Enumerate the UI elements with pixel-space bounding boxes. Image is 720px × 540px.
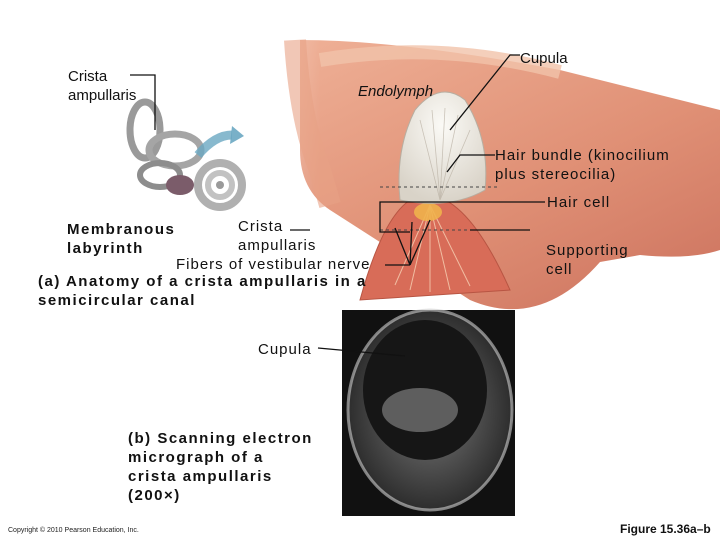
copyright-notice: Copyright © 2010 Pearson Education, Inc. (8, 527, 139, 534)
label-crista-ampullaris-top: Crista ampullaris (68, 68, 137, 104)
label-cupula-bottom: Cupula (258, 341, 312, 358)
label-endolymph: Endolymph (358, 83, 434, 100)
label-supporting-cell: Supporting cell (546, 242, 629, 278)
label-membranous-labyrinth: Membranous labyrinth (67, 221, 176, 257)
label-crista-ampullaris-mid: Crista ampullaris (238, 218, 317, 254)
label-hair-bundle: Hair bundle (kinocilium plus stereocilia… (495, 147, 670, 183)
label-fibers-vestibular-nerve: Fibers of vestibular nerve (176, 256, 371, 273)
sem-micrograph (342, 308, 515, 516)
inner-ear-inset (126, 98, 246, 211)
caption-b: (b) Scanning electron micrograph of a cr… (128, 430, 313, 504)
caption-a: (a) Anatomy of a crista ampullaris in a … (38, 273, 367, 309)
hair-cells (414, 203, 442, 221)
label-hair-cell: Hair cell (547, 194, 611, 211)
cupula-shape (398, 91, 487, 204)
figure-number: Figure 15.36a–b (620, 522, 711, 536)
leader-lines (130, 54, 545, 357)
label-cupula-top: Cupula (520, 50, 568, 67)
ampulla-section (150, 35, 720, 310)
